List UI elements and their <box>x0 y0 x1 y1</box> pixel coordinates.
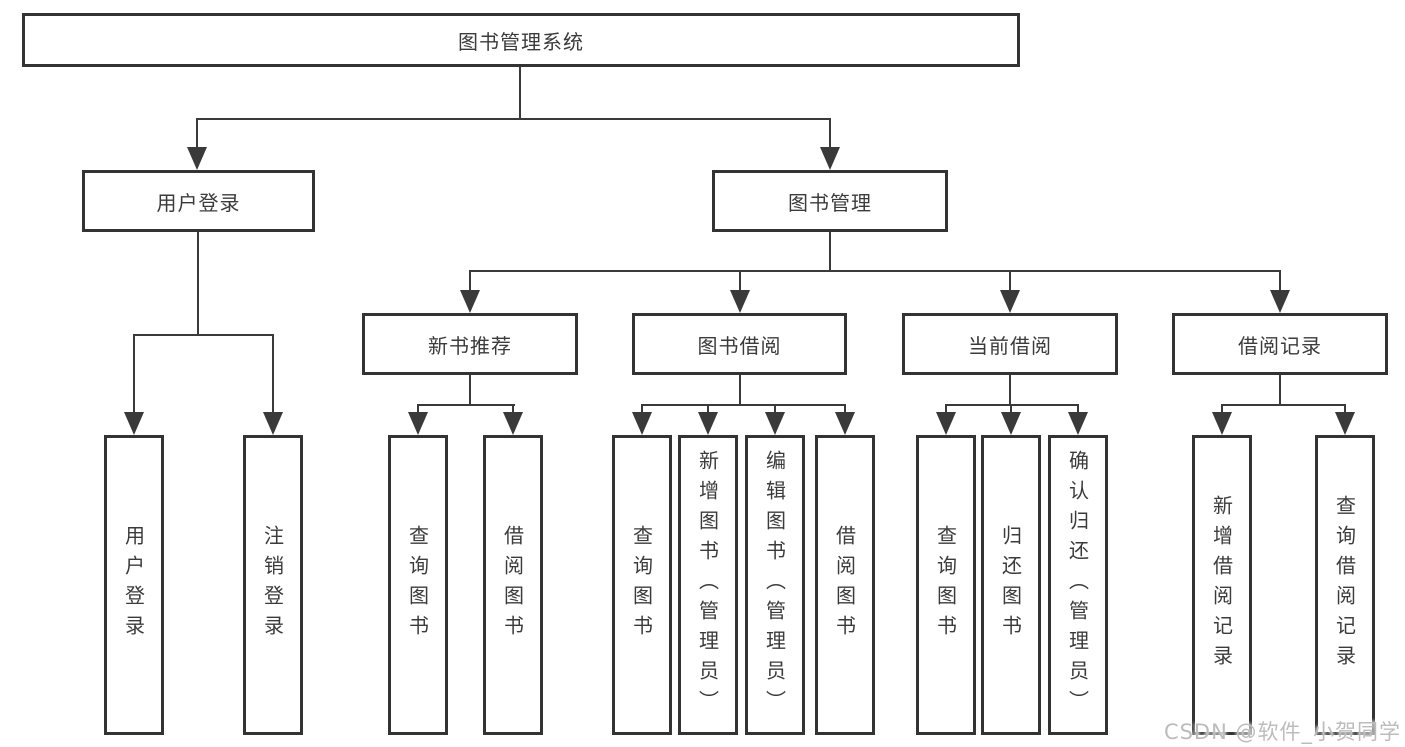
arrow-down <box>187 147 207 170</box>
leaf-search-books-borrowing: 查询图书 <box>612 435 672 735</box>
connector-root-trunk <box>519 67 521 119</box>
connector-stub <box>641 404 643 416</box>
connector-records-rail <box>1221 404 1346 406</box>
connector-stub <box>417 404 419 416</box>
node-new-book-recommendation: 新书推荐 <box>362 313 578 375</box>
leaf-borrow-books-borrowing: 借阅图书 <box>815 435 875 735</box>
connector-stub <box>829 118 831 149</box>
leaf-add-borrow-record: 新增借阅记录 <box>1192 435 1252 735</box>
arrow-down <box>460 290 480 313</box>
leaf-confirm-return-admin: 确认归还（管理员） <box>1048 435 1108 735</box>
connector-stub <box>774 404 776 416</box>
connector-records-trunk <box>1279 375 1281 406</box>
connector-stub <box>196 118 198 149</box>
arrow-down <box>936 412 956 435</box>
leaf-add-books-admin: 新增图书（管理员） <box>678 435 738 735</box>
arrow-down <box>263 412 283 435</box>
connector-book-mgmt-rail <box>469 270 1281 272</box>
arrow-down <box>408 412 428 435</box>
node-user-login: 用户登录 <box>82 170 315 232</box>
node-current-borrowing: 当前借阅 <box>902 313 1118 375</box>
arrow-down <box>124 412 144 435</box>
csdn-watermark: CSDN @软件_小贺同学 <box>1163 720 1401 744</box>
leaf-user-login: 用户登录 <box>104 435 164 735</box>
connector-stub <box>469 270 471 292</box>
connector-stub <box>1010 404 1012 416</box>
connector-root-rail <box>197 118 831 120</box>
arrow-down <box>1068 412 1088 435</box>
connector-stub <box>272 334 274 414</box>
arrow-down <box>820 147 840 170</box>
connector-borrowing-rail <box>641 404 846 406</box>
arrow-down <box>835 412 855 435</box>
arrow-down <box>698 412 718 435</box>
leaf-return-books: 归还图书 <box>981 435 1041 735</box>
connector-stub <box>133 334 135 414</box>
connector-recommend-rail <box>417 404 515 406</box>
connector-stub <box>1279 270 1281 292</box>
connector-user-login-rail <box>133 334 274 336</box>
connector-stub <box>707 404 709 416</box>
leaf-search-borrow-record: 查询借阅记录 <box>1315 435 1375 735</box>
node-library-management-system: 图书管理系统 <box>22 13 1020 67</box>
leaf-logout: 注销登录 <box>243 435 303 735</box>
connector-stub <box>1221 404 1223 416</box>
connector-stub <box>1344 404 1346 416</box>
arrow-down <box>1212 412 1232 435</box>
connector-stub <box>512 404 514 416</box>
connector-borrowing-trunk <box>739 375 741 406</box>
node-book-management: 图书管理 <box>712 170 948 232</box>
leaf-borrow-books-recommend: 借阅图书 <box>483 435 543 735</box>
connector-book-mgmt-trunk <box>829 232 831 272</box>
connector-stub <box>739 270 741 292</box>
node-book-borrowing: 图书借阅 <box>632 313 847 375</box>
leaf-search-books-recommend: 查询图书 <box>388 435 448 735</box>
arrow-down <box>503 412 523 435</box>
connector-user-login-trunk <box>197 232 199 336</box>
arrow-down <box>765 412 785 435</box>
arrow-down <box>730 290 750 313</box>
connector-stub <box>1077 404 1079 416</box>
leaf-edit-books-admin: 编辑图书（管理员） <box>745 435 805 735</box>
arrow-down <box>1001 412 1021 435</box>
connector-recommend-trunk <box>469 375 471 406</box>
connector-current-rail <box>945 404 1079 406</box>
connector-stub <box>844 404 846 416</box>
leaf-search-books-current: 查询图书 <box>916 435 976 735</box>
arrow-down <box>1000 290 1020 313</box>
arrow-down <box>1335 412 1355 435</box>
connector-stub <box>1009 270 1011 292</box>
connector-current-trunk <box>1009 375 1011 406</box>
node-borrowing-records: 借阅记录 <box>1172 313 1388 375</box>
arrow-down <box>632 412 652 435</box>
arrow-down <box>1270 290 1290 313</box>
connector-stub <box>945 404 947 416</box>
